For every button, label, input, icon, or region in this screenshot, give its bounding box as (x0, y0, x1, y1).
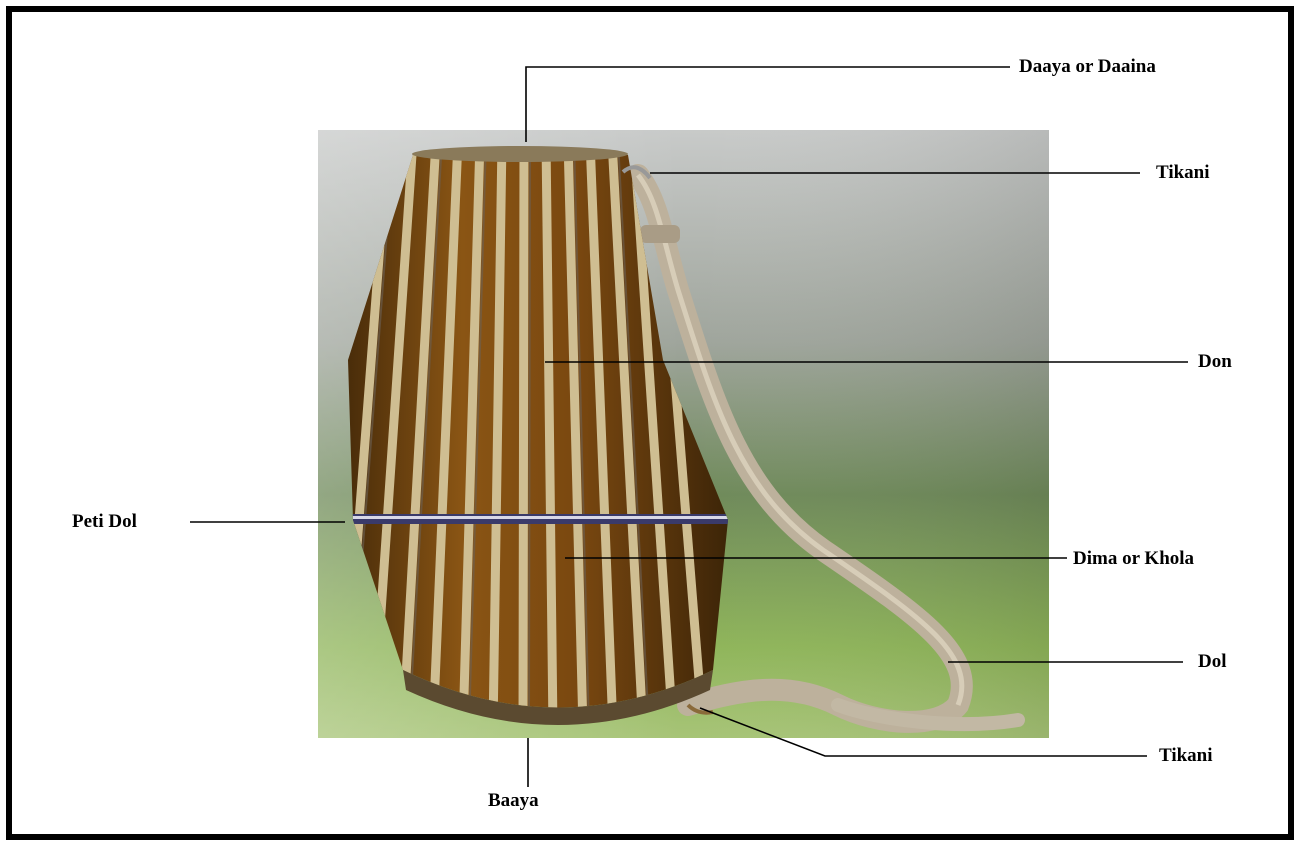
drum-photo (318, 130, 1049, 738)
label-don: Don (1198, 351, 1232, 373)
label-tikani-bottom: Tikani (1159, 745, 1213, 767)
label-peti-dol: Peti Dol (72, 511, 137, 533)
label-dol: Dol (1198, 651, 1227, 673)
label-tikani-top: Tikani (1156, 162, 1210, 184)
label-dima: Dima or Khola (1073, 548, 1194, 570)
label-daaya: Daaya or Daaina (1019, 56, 1156, 78)
label-baaya: Baaya (488, 790, 539, 812)
